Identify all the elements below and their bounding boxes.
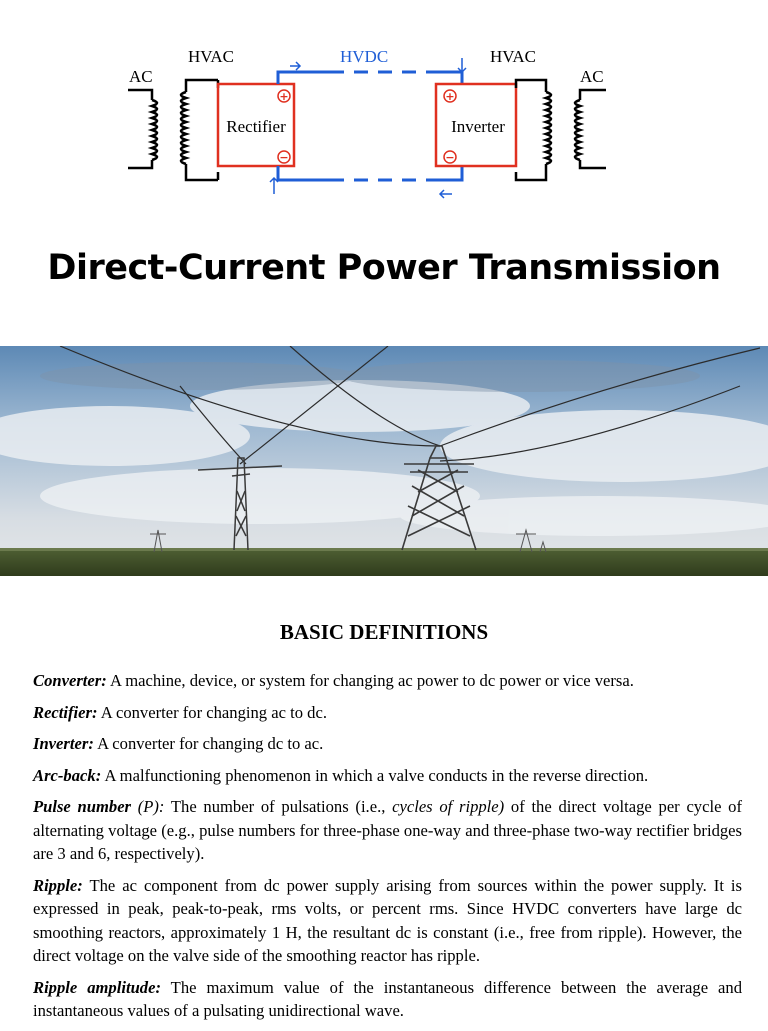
inverter-plus: +	[445, 90, 454, 103]
definition-text-italic: cycles of ripple)	[392, 797, 505, 816]
definition-inverter: Inverter: A converter for changing dc to…	[33, 734, 324, 753]
term: Ripple	[33, 875, 78, 895]
rectifier-label: Rectifier	[226, 117, 286, 136]
definition-text: The maximum value of the instantaneous d…	[33, 977, 743, 1021]
definition-text: A malfunctioning phenomenon in which a v…	[101, 765, 649, 785]
definition-arc-back: Arc-back: A malfunctioning phenomenon in…	[33, 765, 649, 785]
term: Pulse number	[33, 797, 132, 816]
definition-ripple-amplitude: Ripple amplitude: The maximum value of t…	[33, 977, 743, 1021]
definition-ripple: Ripple: The ac component from dc power s…	[33, 875, 742, 966]
term: Arc-back	[33, 765, 96, 785]
inverter-minus: −	[445, 151, 454, 164]
page-title: Direct-Current Power Transmission	[47, 248, 721, 288]
definition-text: The number of pulsations (i.e.,	[164, 797, 393, 816]
hvdc-schematic-diagram: AC HVAC HVDC HVAC AC Rectifier + −	[128, 47, 606, 199]
rectifier-minus: −	[279, 151, 288, 164]
section-heading: BASIC DEFINITIONS	[279, 620, 489, 644]
term: Inverter	[33, 734, 89, 753]
ac-right-label: AC	[580, 67, 604, 86]
definition-text: of the direct voltage per cycle of alter…	[33, 797, 742, 863]
term: Converter	[33, 671, 102, 690]
term-suffix: (P):	[131, 797, 165, 816]
definitions-list: Converter: A machine, device, or system …	[33, 669, 742, 1031]
term: Rectifier	[33, 702, 92, 722]
definition-text: The ac component from dc power supply ar…	[33, 875, 742, 966]
definition-text: A converter for changing dc to ac.	[93, 734, 324, 753]
definition-pulse-number: Pulse number (P): The number of pulsatio…	[33, 795, 742, 866]
definition-converter: Converter: A machine, device, or system …	[33, 671, 634, 690]
definition-text: A converter for changing ac to dc.	[97, 702, 327, 722]
definition-text: A machine, device, or system for changin…	[106, 671, 634, 690]
transmission-towers-photo	[0, 346, 768, 576]
inverter-box	[434, 82, 518, 168]
hvac-right-label: HVAC	[490, 47, 536, 66]
hvdc-label: HVDC	[340, 47, 388, 66]
current-arrows	[269, 58, 467, 199]
term: Ripple amplitude	[33, 977, 156, 997]
hvdc-lines	[276, 70, 464, 182]
definition-rectifier: Rectifier: A converter for changing ac t…	[33, 702, 327, 722]
inverter-label: Inverter	[451, 117, 505, 136]
rectifier-box	[216, 82, 296, 168]
right-transformer	[514, 78, 606, 182]
hvac-left-label: HVAC	[188, 47, 234, 66]
left-transformer	[128, 78, 220, 182]
ac-left-label: AC	[129, 67, 153, 86]
rectifier-plus: +	[279, 90, 288, 103]
